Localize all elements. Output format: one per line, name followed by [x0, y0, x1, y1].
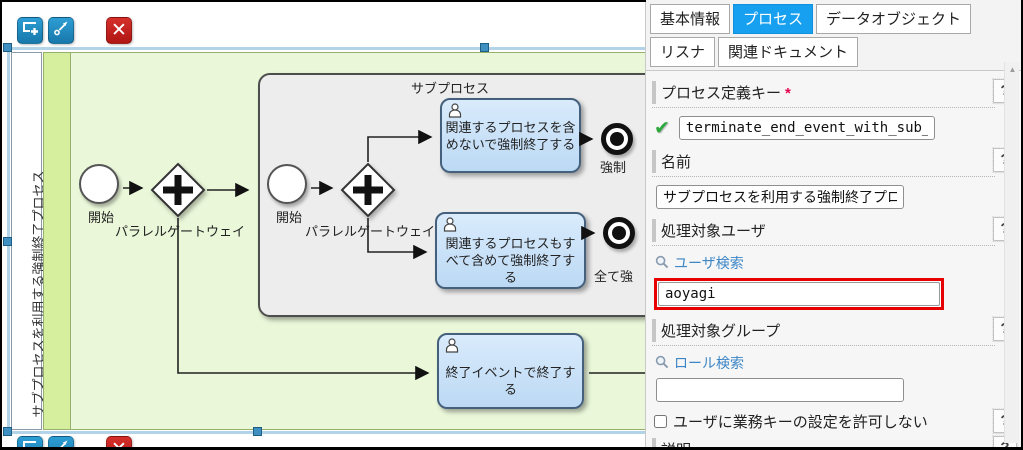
page-bottom-border	[0, 447, 1023, 450]
highlighted-field-box	[654, 278, 944, 310]
name-label: 名前	[661, 154, 692, 171]
delete-button-bottom[interactable]: ✕	[106, 436, 132, 447]
tab-listener[interactable]: リスナ	[650, 37, 716, 67]
process-key-label: プロセス定義キー	[661, 85, 782, 102]
target-group-value-row	[654, 378, 995, 402]
name-value-row	[654, 185, 995, 209]
terminate-dot	[612, 226, 626, 240]
arrow-ne-icon	[52, 438, 70, 447]
resize-handle-w[interactable]	[3, 237, 12, 246]
arrow-ne-icon	[52, 19, 70, 42]
role-search-row: ロール検索	[655, 353, 995, 373]
terminate-dot	[610, 132, 624, 146]
terminate-end-event-2[interactable]	[603, 217, 635, 249]
delete-button[interactable]: ✕	[106, 17, 132, 44]
subprocess-title: サブプロセス	[410, 81, 489, 96]
scroll-up-arrow[interactable]: ▲	[1008, 65, 1017, 74]
cross-icon: ✕	[111, 20, 127, 41]
page-right-border	[1021, 0, 1023, 450]
rect-plus-icon	[21, 20, 39, 41]
add-shape-button[interactable]	[17, 17, 43, 44]
process-key-input[interactable]	[678, 116, 935, 140]
parallel-gateway-sub-label: パラレルゲートウェイ	[304, 224, 435, 239]
target-user-label: 処理対象ユーザ	[661, 223, 766, 240]
parallel-gateway-sub[interactable]	[340, 162, 396, 218]
lane-header[interactable]: レーン	[43, 52, 108, 430]
start-event-main[interactable]	[79, 164, 119, 204]
resize-handle-nw[interactable]	[3, 43, 12, 52]
rect-plus-icon	[21, 439, 39, 447]
pool[interactable]: サブプロセスを利用する強制終了プロセス	[11, 52, 46, 430]
target-group-label: 処理対象グループ	[661, 323, 781, 340]
business-key-checkbox[interactable]	[654, 415, 667, 428]
bpmn-canvas[interactable]: ✕ サブプロセスを利用する強制終了プロセス レーン サブプロセス 開始 パラレル…	[0, 0, 645, 447]
required-mark: *	[785, 85, 791, 102]
user-icon	[444, 338, 460, 358]
user-icon	[442, 217, 458, 237]
parallel-gateway-main[interactable]	[150, 162, 206, 218]
task-end-with-end-event[interactable]: 終了イベントで終了する	[437, 333, 584, 409]
magnifier-icon	[655, 355, 669, 372]
user-icon	[447, 103, 463, 123]
terminate-end-event-2-label: 全て強	[594, 269, 634, 284]
tab-related-documents[interactable]: 関連ドキュメント	[718, 37, 859, 67]
start-event-main-label: 開始	[87, 210, 114, 225]
tab-bar: 基本情報プロセスデータオブジェクトリスナ関連ドキュメント	[646, 0, 1021, 71]
process-key-value-row: ✔	[654, 116, 995, 140]
target-group-input[interactable]	[656, 378, 904, 402]
role-search-link[interactable]: ロール検索	[674, 355, 744, 371]
tab-basic-info[interactable]: 基本情報	[650, 4, 731, 34]
task-terminate-all-related[interactable]: 関連するプロセスもすべて含めて強制終了する	[435, 212, 586, 289]
task-terminate-without-related[interactable]: 関連するプロセスを含めないで強制終了する	[440, 98, 581, 173]
magnifier-icon	[655, 255, 669, 272]
resize-handle-s[interactable]	[253, 427, 262, 436]
tab-process[interactable]: プロセス	[733, 4, 814, 34]
panel-scrollbar[interactable]: ▲	[1004, 62, 1019, 443]
target-group-label-row: 処理対象グループ ?	[652, 316, 1018, 346]
terminate-end-event-1[interactable]	[601, 123, 633, 155]
description-label: 説明	[661, 442, 691, 450]
start-event-sub[interactable]	[267, 164, 307, 204]
resize-handle-sw[interactable]	[3, 427, 12, 436]
user-search-row: ユーザ検索	[655, 253, 995, 273]
task-label: 関連するプロセスもすべて含めて強制終了する	[445, 236, 576, 285]
user-search-link[interactable]: ユーザ検索	[674, 255, 744, 271]
task-label: 関連するプロセスを含めないで強制終了する	[445, 120, 576, 152]
tab-data-object[interactable]: データオブジェクト	[816, 4, 972, 34]
draw-connector-button-bottom[interactable]	[48, 436, 74, 447]
valid-check-icon: ✔	[654, 117, 670, 139]
target-user-input[interactable]	[658, 282, 940, 306]
canvas-top-border	[0, 0, 646, 2]
business-key-row: ユーザに業務キーの設定を許可しない ?	[654, 408, 1018, 434]
resize-handle-n[interactable]	[480, 43, 489, 52]
cross-icon: ✕	[111, 440, 127, 447]
draw-connector-button[interactable]	[48, 17, 74, 44]
add-shape-button-bottom[interactable]	[17, 436, 43, 447]
target-user-label-row: 処理対象ユーザ ?	[652, 216, 1018, 246]
business-key-label: ユーザに業務キーの設定を許可しない	[673, 414, 928, 431]
page-left-border	[0, 0, 2, 450]
parallel-gateway-main-label: パラレルゲートウェイ	[114, 224, 245, 239]
name-label-row: 名前 ?	[652, 147, 1018, 177]
panel-body: プロセス定義キー* ? ✔ 名前 ? 処理対象ユーザ ? ユーザ検索	[646, 71, 1021, 450]
name-input[interactable]	[656, 185, 904, 209]
terminate-end-event-1-label: 強制	[600, 160, 627, 175]
task-label: 終了イベントで終了する	[445, 365, 576, 397]
process-key-label-row: プロセス定義キー* ?	[652, 78, 1018, 108]
